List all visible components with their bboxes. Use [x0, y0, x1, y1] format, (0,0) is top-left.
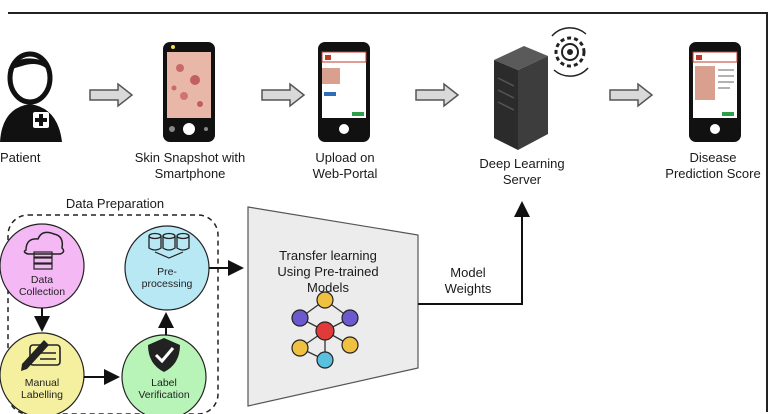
neural-network-icon: [291, 291, 359, 369]
patient-icon: [0, 51, 62, 142]
smartphone-skin-icon: [163, 42, 215, 142]
cloud-database-icon: [23, 231, 65, 270]
verification-node: [121, 334, 207, 414]
shield-check-icon: [148, 338, 180, 372]
patient-label: Patient: [0, 150, 41, 165]
smartphone-prediction-icon: [689, 42, 741, 142]
labelling-node: [0, 332, 85, 414]
data-prep-title: Data Preparation: [65, 196, 165, 211]
data-prep-box: [7, 214, 219, 414]
gear-icon: [551, 27, 589, 77]
arrow-server-to-prediction: [609, 82, 654, 108]
pen-edit-icon: [21, 340, 61, 371]
figure-frame: [8, 12, 768, 412]
smartphone-portal-icon: [318, 42, 370, 142]
arrow-patient-to-snapshot: [89, 82, 134, 108]
arrow-snapshot-to-upload: [261, 82, 306, 108]
arrow-upload-to-server: [415, 82, 460, 108]
database-stack-icon: [148, 232, 190, 259]
arrow-weights-to-server: [418, 201, 530, 305]
server-icon: [494, 46, 548, 150]
preprocessing-label: Pre-processing: [141, 266, 193, 290]
